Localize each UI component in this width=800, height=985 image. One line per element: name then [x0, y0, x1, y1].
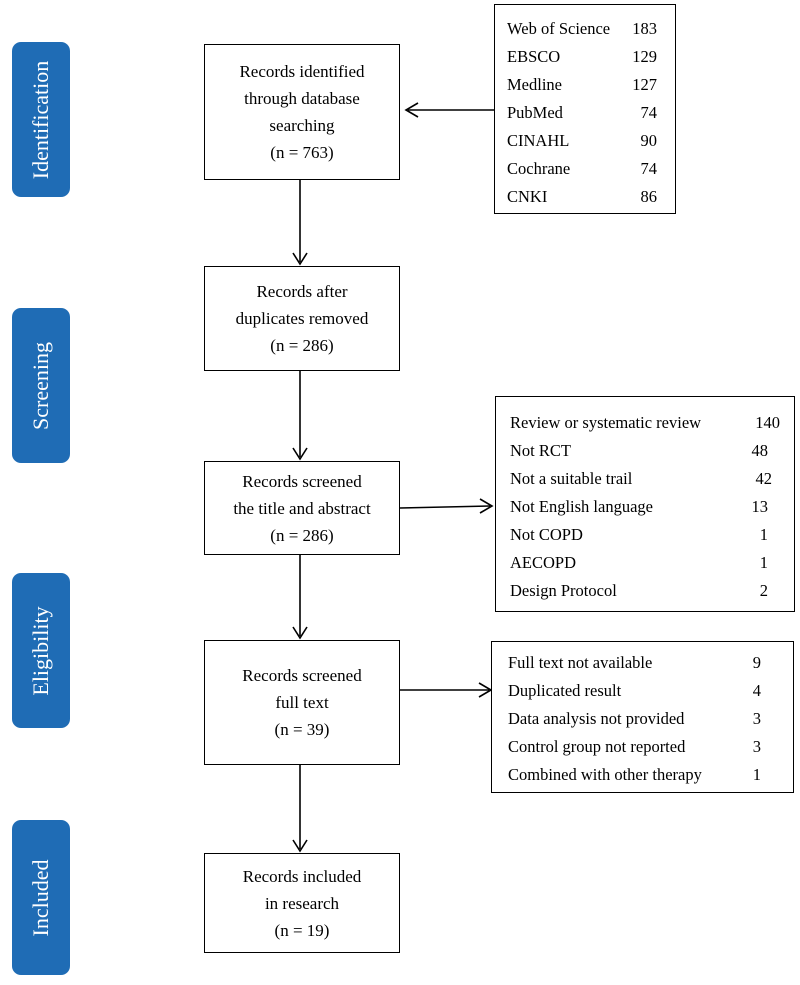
exclusion-count: 4: [752, 681, 761, 700]
list-item: Full text not available 9: [492, 648, 793, 678]
list-item: Data analysis not provided 3: [492, 704, 793, 734]
database-name: Cochrane: [507, 159, 571, 178]
box-text: in research: [264, 893, 340, 913]
list-item: Control group not reported 3: [492, 732, 793, 762]
box-text: searching: [269, 116, 335, 135]
database-name: Web of Science: [507, 19, 611, 38]
list-item: PubMed 74: [495, 98, 675, 128]
exclusion-count: 1: [752, 765, 761, 784]
box-text: through database: [244, 89, 360, 108]
exclusion-count: 9: [752, 653, 761, 672]
database-count: 90: [640, 131, 658, 150]
database-count: 129: [632, 47, 657, 66]
exclusion-reason: Not English language: [510, 497, 653, 516]
list-item: EBSCO 129: [495, 42, 675, 72]
database-count: 74: [640, 103, 658, 122]
box-text: full text: [275, 693, 329, 712]
exclusion-reason: Duplicated result: [508, 681, 622, 700]
exclusion-count: 3: [752, 737, 761, 756]
box-count: (n = 286): [270, 336, 334, 355]
exclusion-reason: Not a suitable trail: [510, 469, 633, 488]
database-list: Web of Science 183 EBSCO 129 Medline 127…: [494, 4, 676, 214]
database-count: 183: [632, 19, 657, 38]
database-name: Medline: [507, 75, 562, 94]
database-count: 127: [632, 75, 657, 94]
list-item: Design Protocol 2: [496, 576, 794, 606]
box-count: (n = 19): [274, 920, 330, 940]
stage-screening: Screening: [12, 308, 70, 463]
exclusion-count: 3: [752, 709, 761, 728]
exclusion-count: 1: [759, 553, 768, 572]
exclusion-reason: Control group not reported: [508, 737, 686, 756]
list-item: Web of Science 183: [495, 14, 675, 44]
stage-eligibility: Eligibility: [12, 573, 70, 728]
exclusion-reason: Not RCT: [510, 441, 571, 460]
box-text: Records screened: [242, 666, 362, 685]
list-item: Not COPD 1: [496, 520, 794, 550]
exclusion-list-abstract: Review or systematic review 140 Not RCT …: [495, 396, 795, 612]
database-name: CINAHL: [507, 131, 570, 150]
exclusion-reason: Full text not available: [508, 653, 653, 672]
list-item: CNKI 86: [495, 182, 675, 212]
stage-identification: Identification: [12, 42, 70, 197]
box-full-text: Records screened full text (n = 39): [204, 640, 400, 765]
box-title-abstract: Records screened the title and abstract …: [204, 461, 400, 555]
database-name: PubMed: [507, 103, 563, 122]
box-duplicates-removed: Records after duplicates removed (n = 28…: [204, 266, 400, 371]
exclusion-reason: Data analysis not provided: [508, 709, 685, 728]
exclusion-reason: Not COPD: [510, 525, 583, 544]
exclusion-reason: Design Protocol: [510, 581, 617, 600]
exclusion-count: 2: [759, 581, 768, 600]
list-item: Review or systematic review 140: [496, 408, 794, 438]
box-text: Records identified: [239, 62, 365, 81]
box-count: (n = 763): [270, 143, 334, 162]
exclusion-reason: Review or systematic review: [510, 413, 702, 432]
list-item: Not a suitable trail 42: [496, 464, 794, 494]
arrow-screen-to-exclusions: [399, 505, 491, 509]
box-records-identified: Records identified through database sear…: [204, 44, 400, 180]
database-count: 86: [640, 187, 658, 206]
box-text: Records after: [256, 282, 348, 301]
list-item: CINAHL 90: [495, 126, 675, 156]
list-item: Not English language 13: [496, 492, 794, 522]
list-item: Duplicated result 4: [492, 676, 793, 706]
list-item: Medline 127: [495, 70, 675, 100]
box-count: (n = 39): [274, 720, 330, 739]
box-count: (n = 286): [270, 525, 334, 545]
box-text: duplicates removed: [235, 309, 369, 328]
stage-included: Included: [12, 820, 70, 975]
list-item: AECOPD 1: [496, 548, 794, 578]
list-item: Cochrane 74: [495, 154, 675, 184]
exclusion-reason: AECOPD: [510, 553, 577, 572]
exclusion-count: 140: [755, 413, 780, 432]
list-item: Not RCT 48: [496, 436, 794, 466]
database-name: EBSCO: [507, 47, 561, 66]
exclusion-list-fulltext: Full text not available 9 Duplicated res…: [491, 641, 794, 793]
exclusion-count: 13: [751, 497, 769, 516]
box-included: Records included in research (n = 19): [204, 853, 400, 953]
exclusion-reason: Combined with other therapy: [508, 765, 702, 784]
list-item: Combined with other therapy 1: [492, 760, 793, 790]
exclusion-count: 48: [751, 441, 769, 460]
box-text: Records screened: [242, 471, 362, 491]
database-count: 74: [640, 159, 658, 178]
box-text: Records included: [242, 866, 362, 886]
database-name: CNKI: [507, 187, 548, 206]
exclusion-count: 1: [759, 525, 768, 544]
exclusion-count: 42: [755, 469, 773, 488]
box-text: the title and abstract: [233, 498, 371, 518]
